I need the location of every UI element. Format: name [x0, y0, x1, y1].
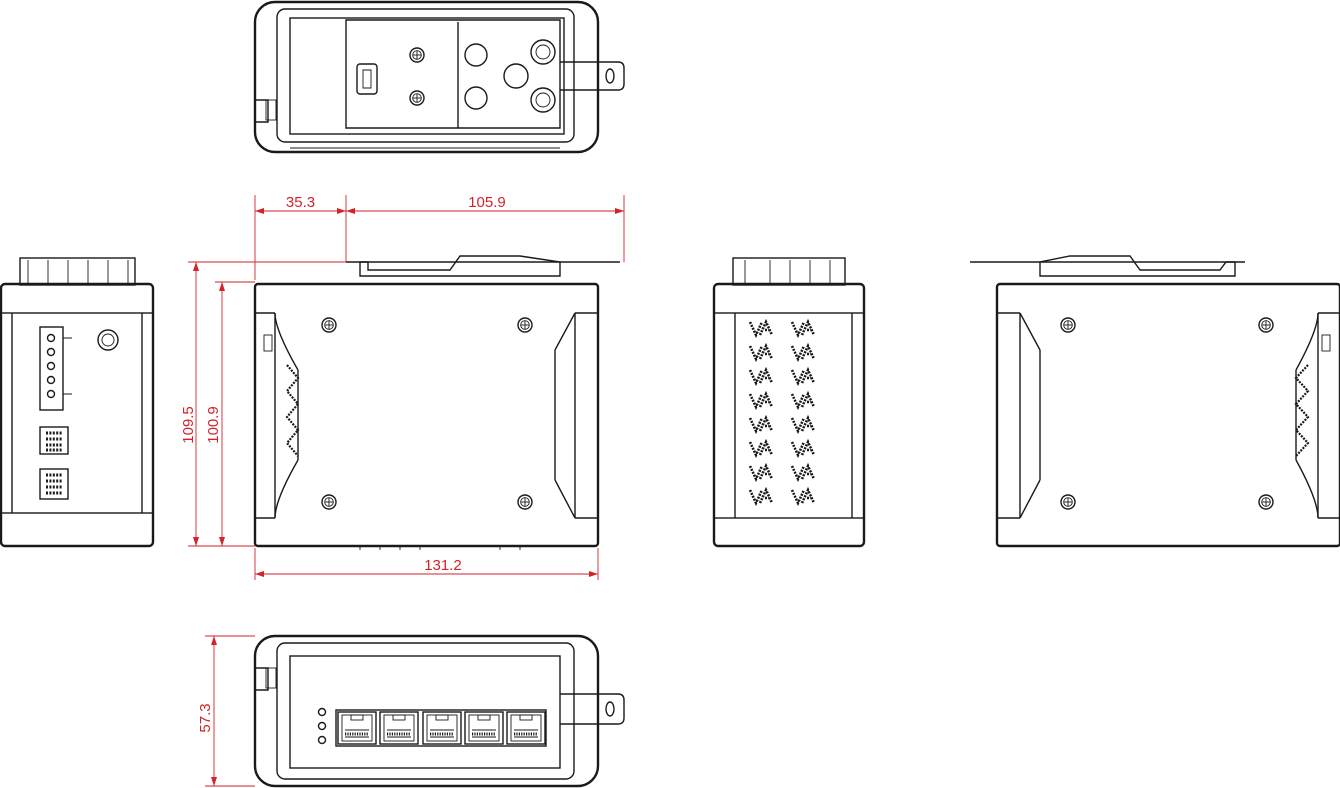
dimension-height-body: 100.9: [205, 281, 255, 547]
dimension-depth: 57.3: [197, 635, 255, 787]
dimension-bracket-length: 105.9: [346, 194, 625, 262]
dim-label-height-body: 100.9: [205, 406, 222, 444]
bottom-view: [253, 634, 625, 788]
dim-label-bracket-length: 105.9: [468, 194, 506, 211]
dim-label-height-overall: 109.5: [180, 406, 197, 444]
front-view: [253, 255, 620, 550]
dim-label-width: 131.2: [424, 557, 462, 574]
right-side-view: [712, 257, 866, 548]
dim-label-bracket-offset: 35.3: [286, 194, 315, 211]
dimension-height-overall: 109.5: [180, 261, 346, 547]
rear-view: [970, 255, 1340, 548]
dimension-width: 131.2: [254, 548, 599, 580]
dimension-bracket-offset: 35.3: [254, 194, 347, 280]
left-side-view: [0, 257, 155, 548]
dim-label-depth: 57.3: [197, 703, 214, 732]
top-view: [253, 0, 625, 154]
